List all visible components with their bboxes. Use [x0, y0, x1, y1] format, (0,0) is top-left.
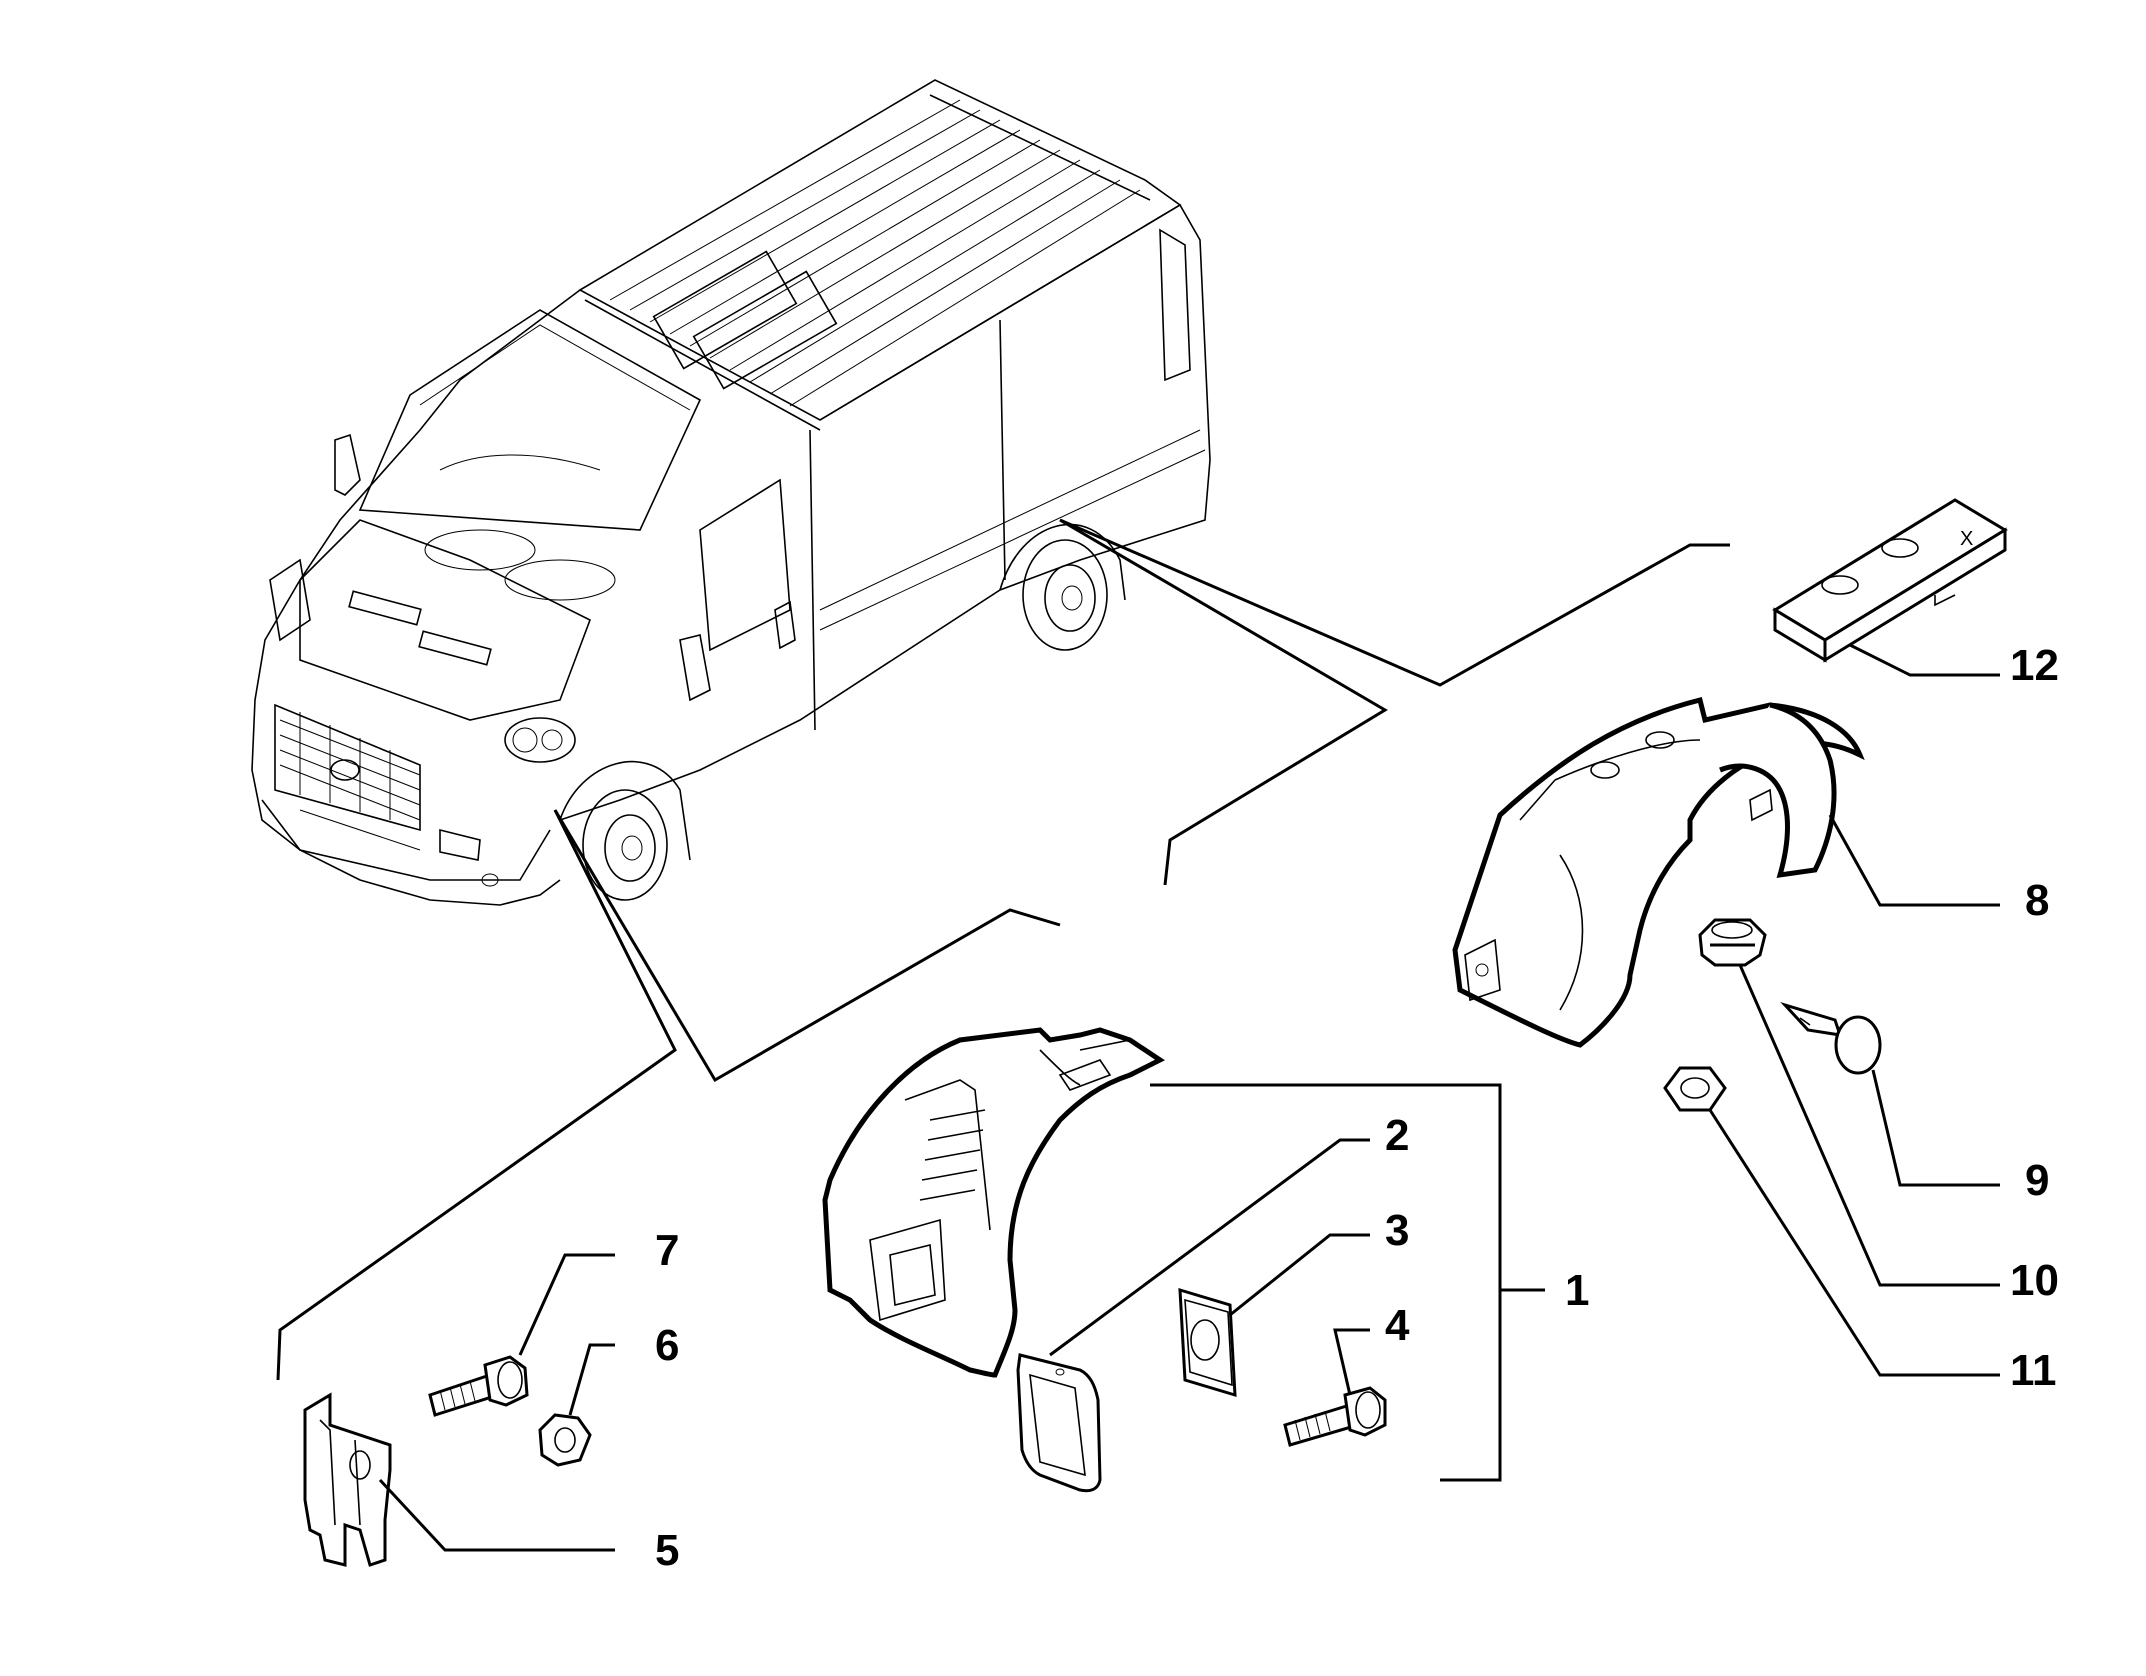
part-3-clip-nut — [1178, 1233, 1370, 1398]
callout-10: 10 — [2010, 1256, 2059, 1305]
plate-mark: X — [1960, 528, 1973, 550]
callout-5: 5 — [655, 1526, 679, 1575]
callout-11: 11 — [2010, 1346, 2057, 1395]
part-8-rear-liner — [1452, 696, 2000, 1048]
callout-labels: 1 2 3 4 5 6 7 8 9 10 11 12 — [655, 641, 2059, 1575]
part-12-leader — [1849, 643, 2000, 677]
rear-wheel — [999, 523, 1126, 651]
callout-1: 1 — [1565, 1266, 1589, 1315]
assembly-leader-lines — [276, 518, 1730, 1381]
callout-12: 12 — [2010, 641, 2059, 690]
part-10-grommet — [1698, 918, 2000, 1287]
part-7-bolt — [428, 1253, 615, 1417]
part-11-nut — [1663, 1066, 2000, 1377]
callout-7: 7 — [655, 1226, 679, 1275]
callout-6: 6 — [655, 1321, 679, 1370]
roof-ribs — [609, 99, 1141, 407]
part-6-nut — [538, 1343, 615, 1467]
front-grille — [274, 703, 421, 832]
front-wheel — [559, 761, 691, 901]
part-12-plate: X — [1772, 498, 2008, 663]
part-4-bolt — [1283, 1328, 1387, 1447]
callout-8: 8 — [2025, 876, 2049, 925]
part-1-leader-bracket — [1150, 1083, 1502, 1482]
part-1-front-liner — [822, 1027, 1165, 1378]
van-illustration — [251, 79, 1211, 906]
part-9-clip — [1780, 1001, 2000, 1187]
callout-4: 4 — [1385, 1301, 1410, 1350]
callout-3: 3 — [1385, 1206, 1409, 1255]
part-5-bracket — [303, 1392, 615, 1567]
part-2-seal — [1016, 1138, 1370, 1493]
callout-2: 2 — [1385, 1111, 1409, 1160]
callout-9: 9 — [2025, 1156, 2049, 1205]
